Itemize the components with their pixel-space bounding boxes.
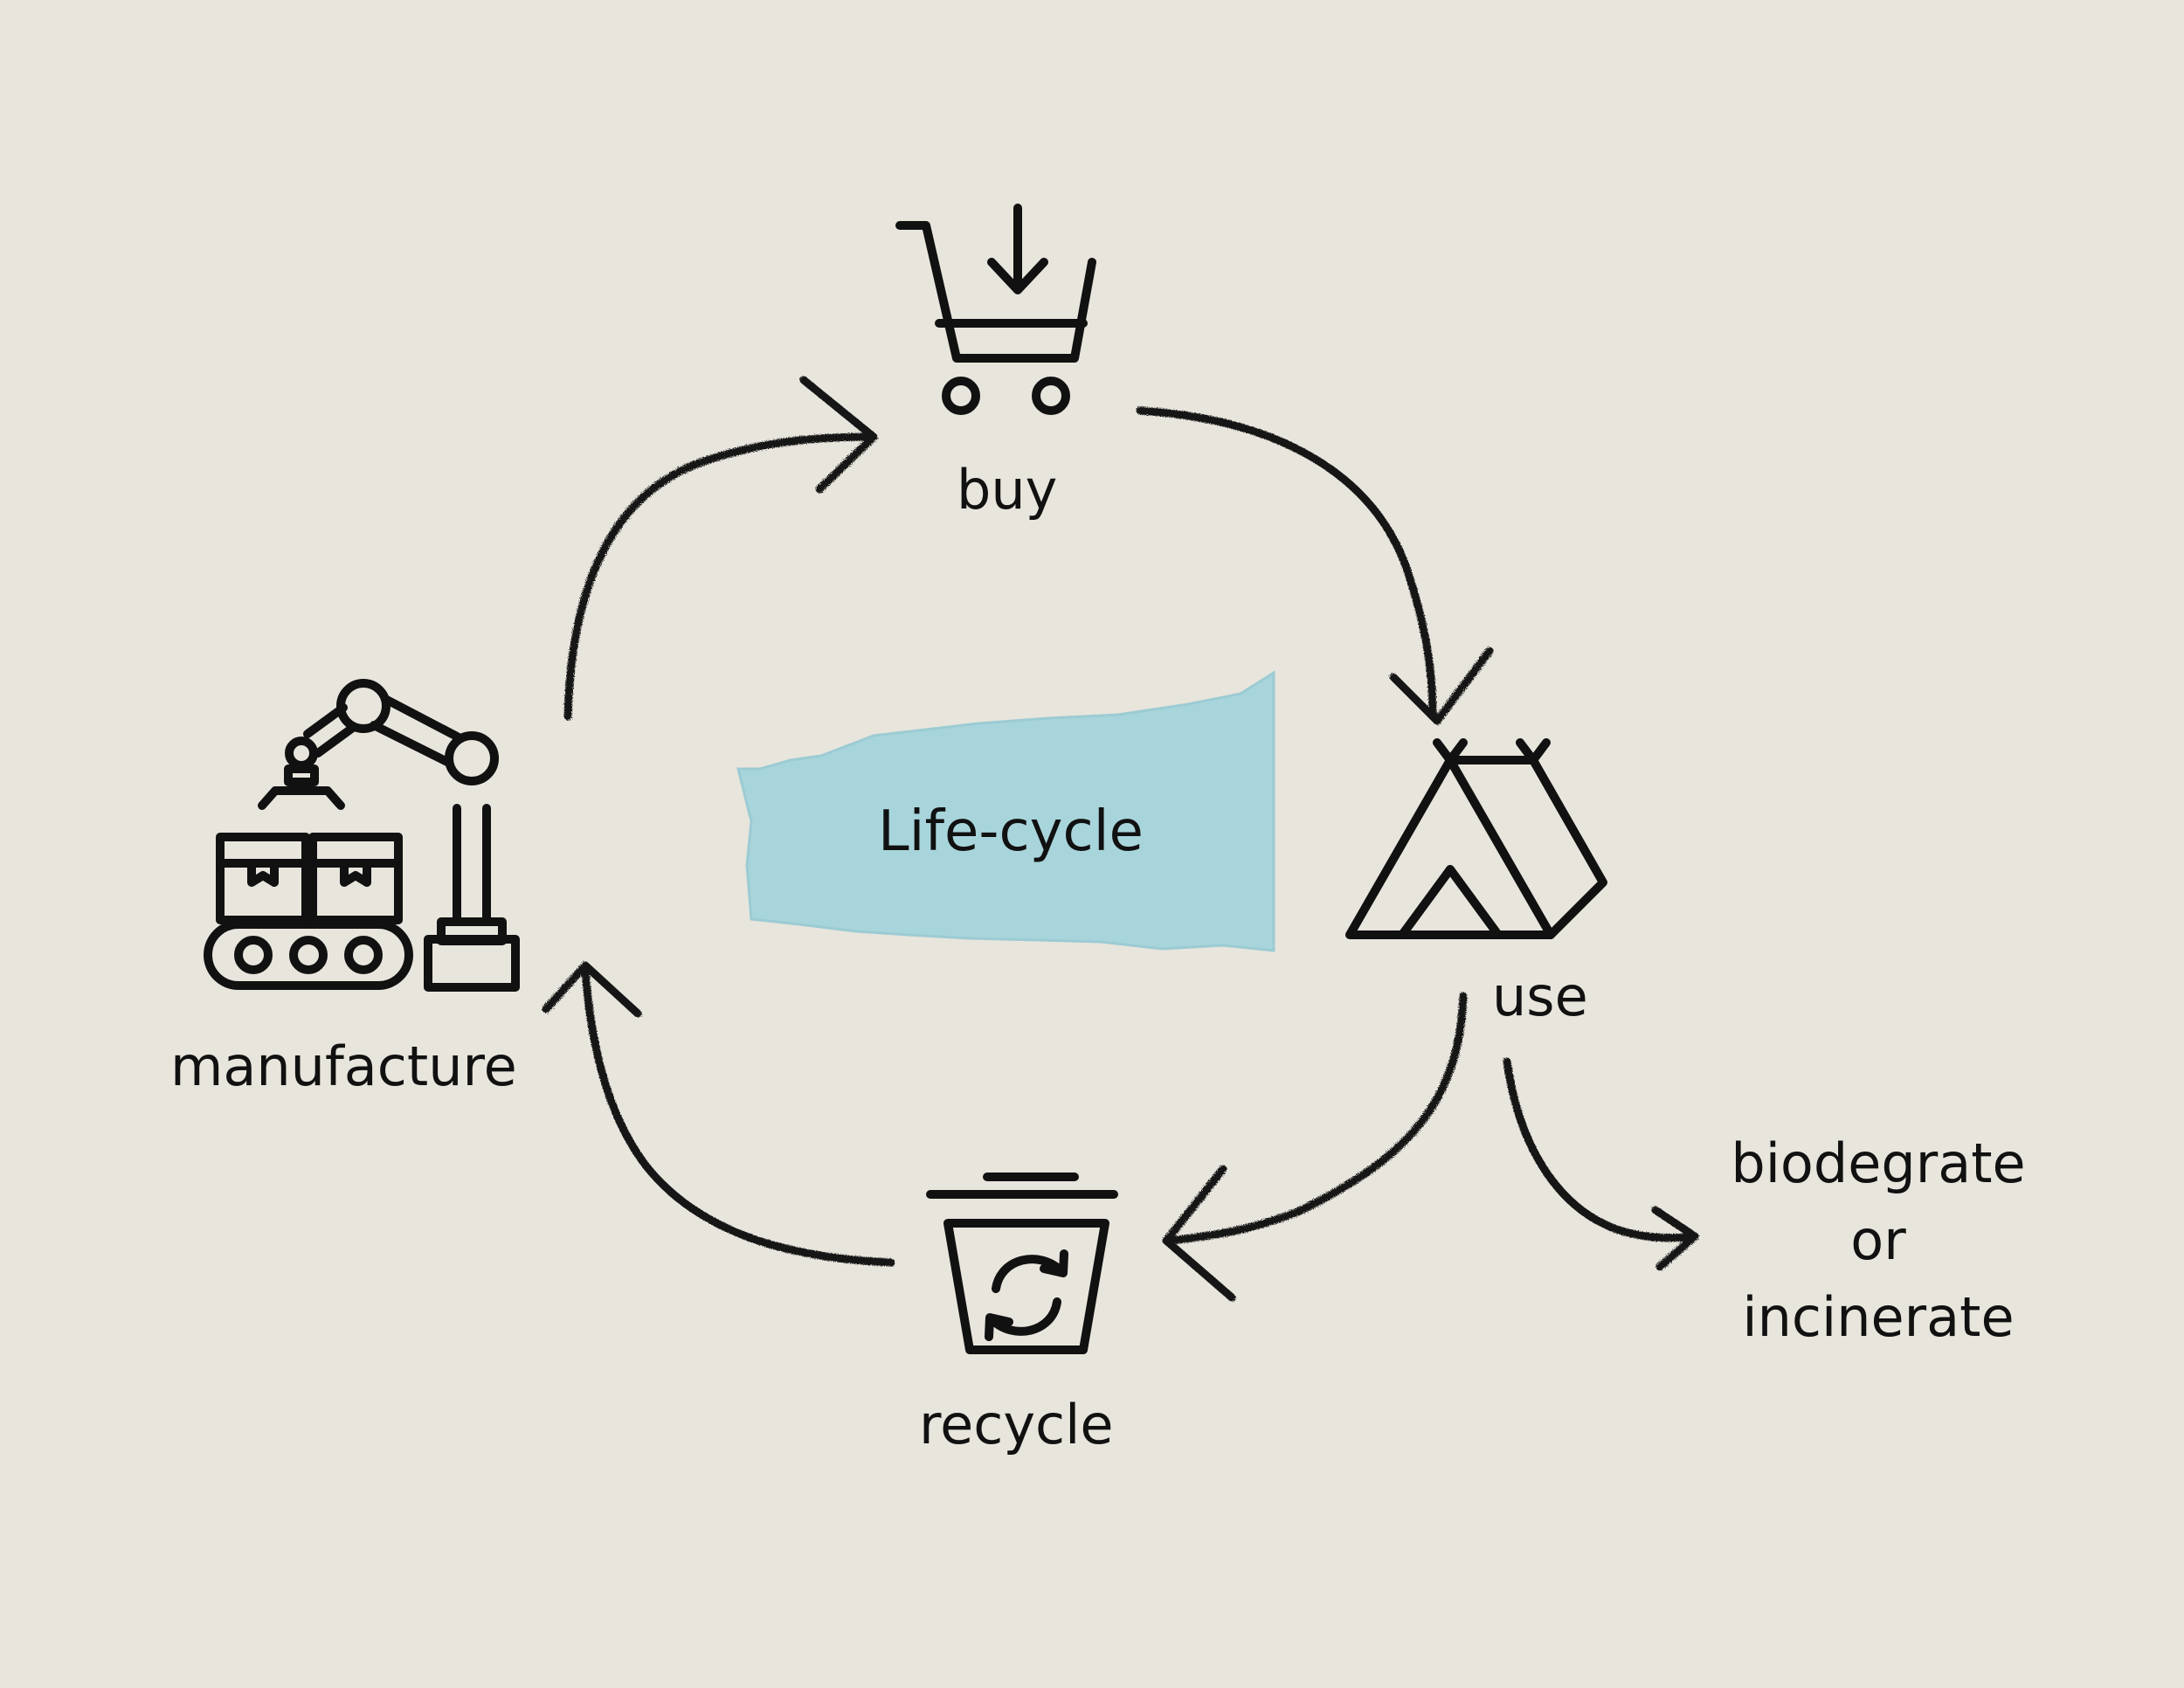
arrowhead-use (1389, 647, 1494, 725)
arrowhead-manufacture (542, 961, 642, 1018)
arrow-buy-to-use (1136, 406, 1437, 721)
arrow-use-to-end-of-life (1503, 1057, 1699, 1242)
diagram-title: Life-cycle (878, 799, 1144, 864)
stage-label-use: use (1492, 965, 1588, 1028)
cycle-arrows (542, 376, 1699, 1302)
end-of-life-line-3: incinerate (1742, 1285, 2015, 1349)
stage-label-manufacture: manufacture (170, 1034, 517, 1098)
tent-icon (1345, 738, 1607, 939)
arrow-use-to-recycle (1166, 992, 1468, 1245)
end-of-life-line-2: or (1850, 1208, 1906, 1272)
end-of-life-line-1: biodegrate (1731, 1131, 2026, 1195)
title-paper-patch (736, 670, 1275, 952)
end-of-life-label: biodegrate or incinerate (1695, 1125, 2062, 1356)
arrowhead-end-of-life (1651, 1206, 1699, 1271)
recycle-bin-icon (926, 1173, 1118, 1354)
stage-label-buy: buy (957, 458, 1058, 522)
arrowhead-recycle (1162, 1165, 1236, 1302)
arrowhead-buy (799, 376, 878, 494)
stage-label-recycle: recycle (919, 1393, 1114, 1456)
robot-arm-factory-icon (204, 679, 520, 992)
arrow-manufacture-to-buy (563, 432, 874, 721)
arrow-recycle-to-manufacture (581, 965, 895, 1267)
shopping-cart-icon (895, 204, 1096, 415)
